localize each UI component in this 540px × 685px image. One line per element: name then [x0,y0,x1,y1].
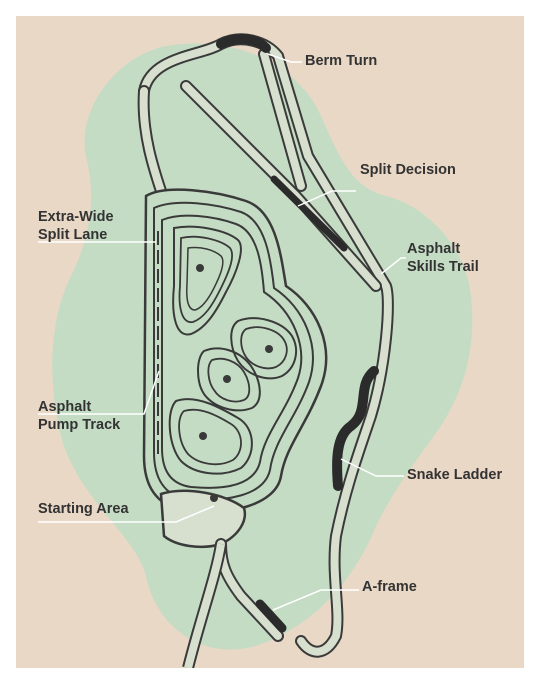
skills-trail-berm-inner-fill [260,50,305,190]
pump-track-island-middle [197,347,261,412]
leader-a-frame [272,589,359,611]
leader-pump-track [38,370,160,415]
asphalt-pump-track-label: Asphalt Pump Track [38,398,120,434]
asphalt-skills-trail-label: Asphalt Skills Trail [407,240,479,276]
leader-snake-ladder [340,458,404,477]
snake-ladder-label: Snake Ladder [407,467,503,483]
starting-area-marker [210,494,218,502]
asphalt-skills-trail-line-1: Asphalt [407,241,461,257]
exit-path-south-fill [184,543,225,668]
leader-berm-turn [267,53,302,63]
leader-split-decision [297,190,356,207]
starting-area [159,489,284,668]
asphalt-pump-track-line-1: Asphalt [38,399,92,415]
a-frame-feature [255,599,287,633]
snake-ladder-feature [332,366,379,491]
pump-track-island-north [172,225,242,336]
callout-leaders [38,53,406,611]
a-frame-label: A-frame [362,579,417,595]
asphalt-pump-track-line-2: Pump Track [38,417,121,433]
trail-map-drawing [38,33,473,668]
extra-wide-split-lane-line-1: Extra-Wide [38,209,114,225]
starting-area-label: Starting Area [38,501,129,517]
leader-starting-area [38,505,215,523]
extra-wide-split-lane-label: Extra-Wide Split Lane [38,208,114,244]
asphalt-skills-trail-line-2: Skills Trail [407,259,479,275]
extra-wide-split-lane-line-2: Split Lane [38,227,108,243]
berm-turn-feature [216,34,271,53]
pump-track [142,188,328,514]
berm-turn-label: Berm Turn [305,53,378,69]
starting-area-shape [159,489,247,548]
leader-asphalt-skills [380,257,406,275]
pump-track-third-ring [161,214,303,489]
trail-map: Berm Turn Split Decision Extra-Wide Spli… [16,16,524,668]
pump-track-island-south [168,398,253,475]
split-decision-label: Split Decision [360,162,456,178]
split-decision-feature [270,175,348,252]
pump-track-island-east [230,317,298,380]
